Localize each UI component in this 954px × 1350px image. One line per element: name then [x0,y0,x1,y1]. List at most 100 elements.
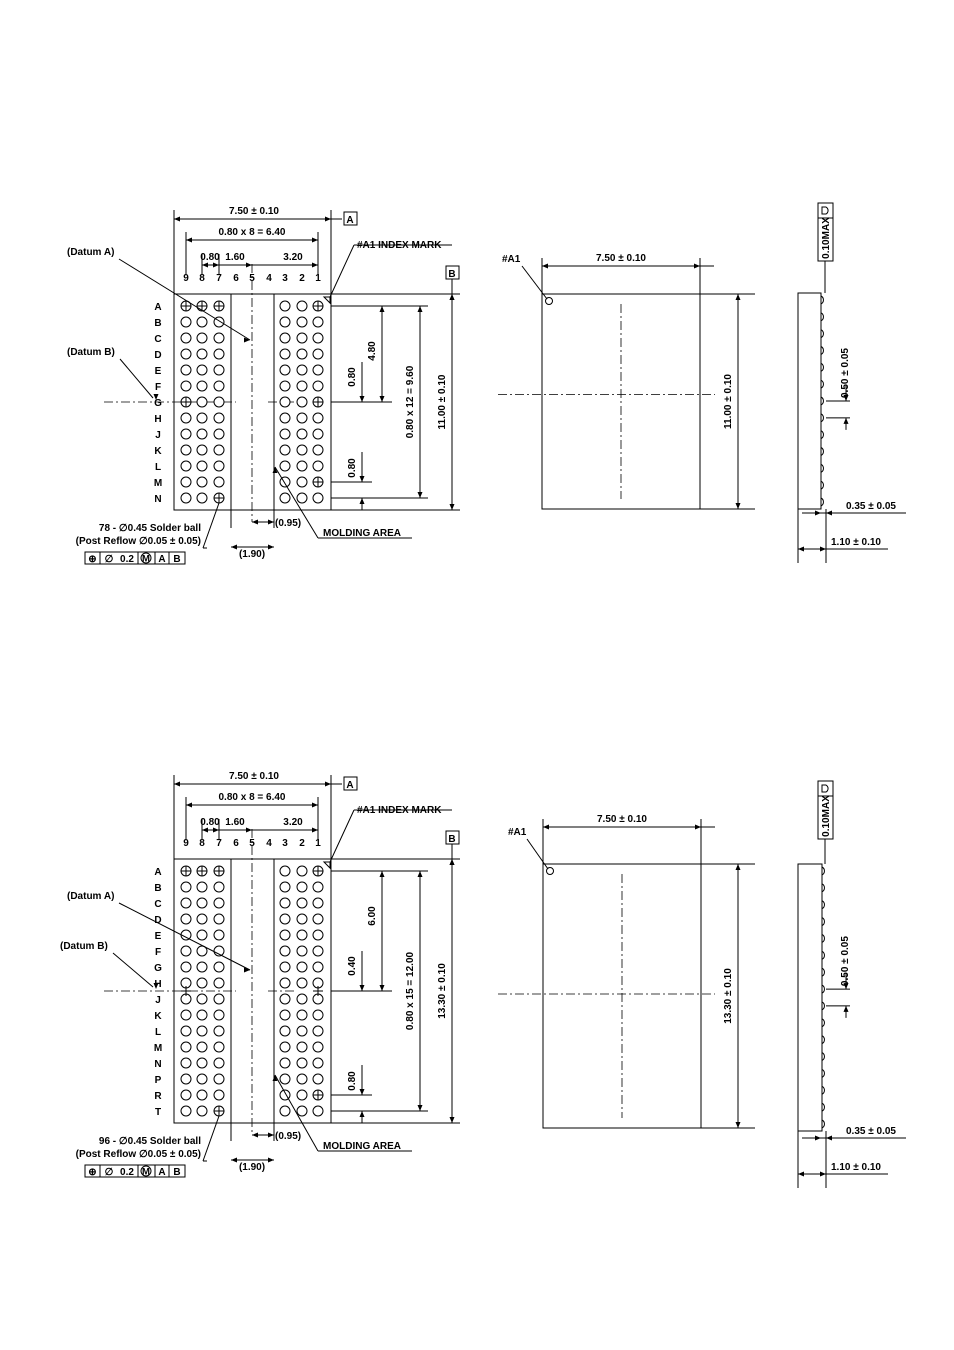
datum-box-a [343,211,358,226]
solder-ball [296,961,308,973]
dim-1-90: (1.90) [239,549,265,560]
solder-ball [279,364,291,376]
row-label: B [154,883,161,894]
fcf-datum-b: B [173,554,180,565]
solder-ball [213,412,225,424]
solder-ball [180,913,192,925]
solder-ball [296,993,308,1005]
row-label: F [155,947,161,958]
solder-ball [279,492,291,504]
fcf-outline [84,551,186,565]
solder-ball [296,460,308,472]
arrowhead [231,544,237,550]
solder-ball [296,492,308,504]
a1-dot [545,297,553,305]
arrowhead [843,417,849,424]
side-ball [820,413,824,423]
side-total-height-dim: 1.10 ± 0.10 [831,537,881,548]
side-ball [821,1119,825,1129]
row-label: N [154,1059,161,1070]
arrowhead [695,824,701,830]
index-mark-leader [329,244,355,298]
arrowhead [449,1117,455,1123]
arrowhead [379,396,385,402]
flatness-label: 0.10MAX [821,795,832,837]
side-ball [820,312,824,322]
solder-ball [312,1073,324,1085]
row-label: L [155,1027,161,1038]
side-total-height-dim: 1.10 ± 0.10 [831,1162,881,1173]
arrowhead [252,1132,258,1138]
solder-ball [196,961,208,973]
arrowhead [542,263,548,269]
solder-ball [196,348,208,360]
solder-ball [312,1025,324,1037]
side-ball [820,346,824,355]
solder-ball [296,396,308,408]
solder-ball [296,913,308,925]
solder-ball [279,945,291,957]
pitch-x-dim: 0.80 x 8 = 6.40 [218,792,285,803]
solder-ball [312,316,324,328]
solder-ball [279,460,291,472]
dim-1-60: 1.60 [225,817,245,828]
solder-ball [296,977,308,989]
solder-ball [180,412,192,424]
solder-ball [180,1025,192,1037]
solder-ball [196,332,208,344]
solder-ball [296,380,308,392]
solder-ball [279,300,291,312]
column-label: 2 [299,838,305,849]
index-mark-triangle [322,296,331,305]
column-label: 5 [249,273,255,284]
solder-ball [296,1089,308,1101]
solder-ball [296,476,308,488]
height-dim: 13.30 ± 0.10 [437,963,448,1019]
flatness-icon [821,784,829,793]
arrowhead [449,504,455,510]
solder-ball [213,396,225,408]
solder-ball [213,1025,225,1037]
dim-0-80: 0.80 [200,817,220,828]
side-pitch-dim: 0.50 ± 0.05 [840,936,851,986]
solder-ball [312,348,324,360]
solder-ball [312,1057,324,1069]
solder-ball [279,444,291,456]
post-reflow-note: (Post Reflow ∅0.05 ± 0.05) [76,536,201,547]
solder-ball [312,945,324,957]
half-dim: 6.00 [367,906,378,926]
solder-ball [279,332,291,344]
column-label: 7 [216,838,222,849]
solder-ball [213,1041,225,1053]
solder-ball-note: 96 - ∅0.45 Solder ball [99,1136,201,1147]
index-mark-leader [329,809,355,863]
solder-ball [213,1009,225,1021]
solder-ball [196,1073,208,1085]
substrate-side [797,863,823,1132]
a1-dot [546,867,554,875]
side-ball [821,984,825,994]
arrowhead [543,824,549,830]
solder-ball [312,428,324,440]
dim-center-offset: 0.40 [347,956,358,976]
solder-ball [296,348,308,360]
solder-ball [296,332,308,344]
fcf-datum-b: B [173,1167,180,1178]
arrowhead [359,396,365,402]
solder-ball [279,881,291,893]
side-ball [821,866,825,876]
solder-ball [312,460,324,472]
row-label: H [154,979,161,990]
solder-ball [180,1009,192,1021]
solder-ball [279,1073,291,1085]
solder-ball [296,1105,308,1117]
solder-ball [312,881,324,893]
arrowhead [213,827,219,833]
solder-ball [312,913,324,925]
solder-ball [213,364,225,376]
row-label: C [154,899,161,910]
